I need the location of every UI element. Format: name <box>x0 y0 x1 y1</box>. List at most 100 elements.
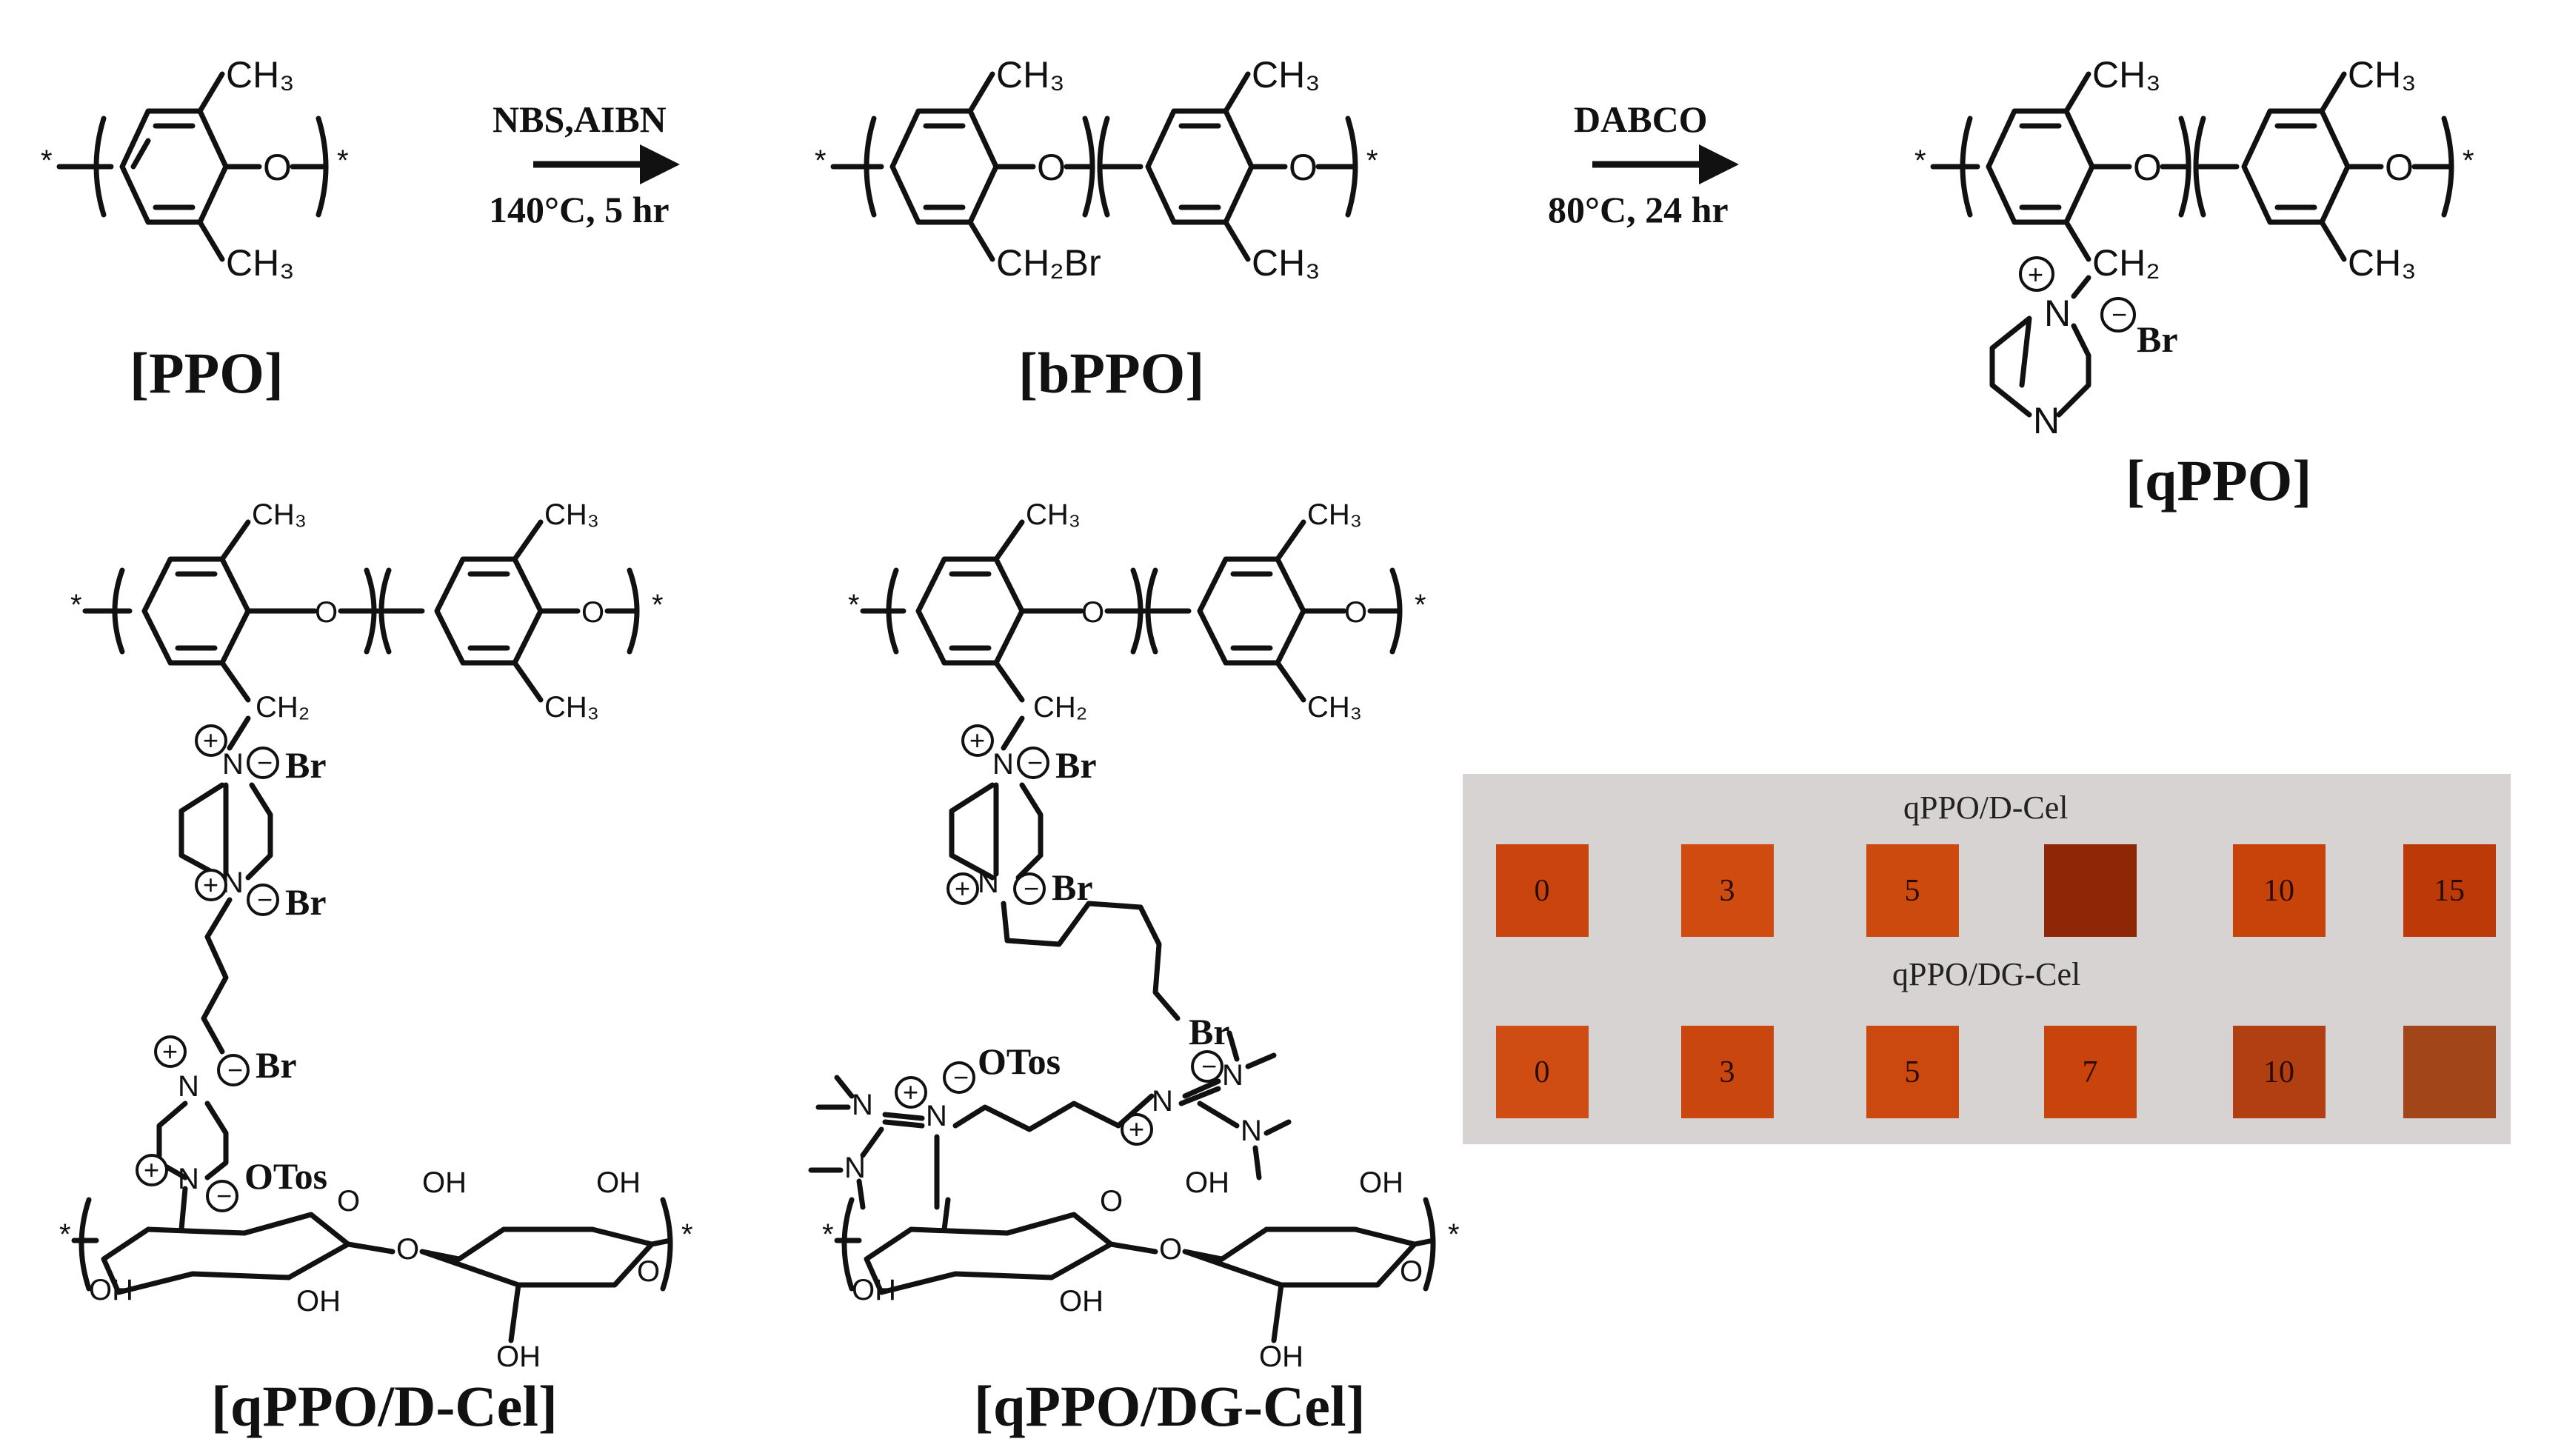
dcel-n-4: N <box>178 1163 199 1195</box>
ppo-structure: * CH₃ CH₃ O * [PPO] <box>41 54 349 405</box>
dcel-oh-2: OH <box>296 1285 341 1318</box>
dgcel-n-2: N <box>978 866 999 899</box>
membrane-sample-label-dg-cel-3: 5 <box>1905 1055 1920 1089</box>
membrane-sample-d-cel-5 <box>2233 844 2326 937</box>
ppo-oxygen: O <box>263 147 292 188</box>
svg-text:+: + <box>203 725 218 755</box>
membrane-sample-d-cel-3 <box>1866 844 1959 937</box>
svg-text:−: − <box>1027 747 1043 778</box>
arrow1-reagents: NBS,AIBN <box>493 98 667 140</box>
dcel-n-3: N <box>178 1070 199 1103</box>
dgcel-ch2: CH₂ <box>1033 691 1087 724</box>
dgcel-otos: OTos <box>978 1041 1061 1082</box>
svg-text:−: − <box>227 1055 243 1085</box>
dgcel-n-me2-2: N <box>1241 1115 1262 1147</box>
membrane-sample-d-cel-1 <box>1496 844 1589 937</box>
bppo-ch3-top-1: CH₃ <box>996 54 1065 96</box>
membrane-sample-label-dg-cel-1: 0 <box>1535 1055 1550 1089</box>
dcel-n-2: N <box>222 866 244 899</box>
svg-text:*: * <box>822 1218 834 1251</box>
svg-text:*: * <box>848 589 860 621</box>
membrane-sample-label-d-cel-6: 15 <box>2434 874 2465 908</box>
bppo-ch2br: CH₂Br <box>996 242 1101 284</box>
dgcel-ring-o-2: O <box>1400 1255 1423 1288</box>
dcel-br-2: Br <box>285 881 327 923</box>
dgcel-bridge-o: O <box>1159 1233 1182 1266</box>
svg-text:−: − <box>1024 873 1039 904</box>
membrane-sample-dg-cel-3 <box>1866 1026 1959 1118</box>
dgcel-oh-2: OH <box>1059 1285 1104 1318</box>
bppo-ch3-top-2: CH₃ <box>1252 54 1321 96</box>
dcel-oh-5: OH <box>496 1340 541 1373</box>
membrane-sample-dg-cel-1 <box>1496 1026 1589 1118</box>
dcel-o-2: O <box>581 596 604 629</box>
svg-text:−: − <box>216 1181 232 1211</box>
svg-text:*: * <box>41 144 53 177</box>
dcel-oh-1: OH <box>89 1274 133 1306</box>
svg-text:*: * <box>70 589 82 621</box>
svg-text:−: − <box>257 747 273 778</box>
dgcel-br-2: Br <box>1052 866 1093 908</box>
svg-text:*: * <box>2463 144 2474 177</box>
bppo-oxygen-2: O <box>1289 147 1318 188</box>
photo-background <box>1463 774 2511 1144</box>
qppo-dg-cel-structure: * CH₃ O CH₃ CH₃ O * CH₂ + N − Br + N − B <box>808 498 1460 1438</box>
svg-text:*: * <box>1415 589 1426 621</box>
svg-text:+: + <box>955 873 970 904</box>
svg-text:−: − <box>257 884 273 915</box>
dgcel-br-3: Br <box>1189 1011 1230 1052</box>
reaction-arrow-2: DABCO 80°C, 24 hr <box>1548 98 1739 230</box>
svg-text:*: * <box>1448 1218 1460 1251</box>
dgcel-ch3-top-1: CH₃ <box>1026 498 1081 531</box>
membrane-sample-d-cel-4 <box>2044 844 2137 937</box>
svg-text:−: − <box>1201 1051 1217 1081</box>
bppo-oxygen-1: O <box>1037 147 1066 188</box>
membrane-sample-dg-cel-5 <box>2233 1026 2326 1118</box>
dgcel-ch3-top-2: CH₃ <box>1307 498 1362 531</box>
qppo-structure: * CH₃ CH₂ O CH₃ CH₃ O * N + N − Br [qPPO… <box>1914 54 2474 512</box>
dcel-otos: OTos <box>244 1155 327 1197</box>
dcel-oh-3: OH <box>422 1166 467 1199</box>
svg-text:+: + <box>903 1077 918 1107</box>
bppo-structure: * CH₃ CH₂Br O CH₃ CH₃ O * [bPPO] <box>815 54 1378 405</box>
dcel-bridge-o: O <box>396 1233 419 1266</box>
svg-text:*: * <box>337 144 349 177</box>
svg-text:+: + <box>2028 259 2043 290</box>
dcel-ch3-bottom-2: CH₃ <box>544 691 599 724</box>
ppo-ch3-top: CH₃ <box>226 54 295 96</box>
membrane-sample-d-cel-6 <box>2403 844 2496 937</box>
dcel-ring-o-2: O <box>637 1255 660 1288</box>
qppo-br: Br <box>2137 318 2178 360</box>
qppo-n-plus: N <box>2044 293 2071 334</box>
svg-text:*: * <box>815 144 827 177</box>
membrane-sample-dg-cel-2 <box>1681 1026 1774 1118</box>
dcel-ch2: CH₂ <box>256 691 310 724</box>
dgcel-oh-1: OH <box>852 1274 896 1306</box>
label-qppo-d-cel: [qPPO/D-Cel] <box>211 1374 558 1438</box>
dgcel-n-me2-3: N <box>852 1089 873 1121</box>
svg-text:*: * <box>59 1218 71 1251</box>
qppo-ch3-bottom-2: CH₃ <box>2348 242 2417 284</box>
arrow2-reagent: DABCO <box>1574 98 1708 140</box>
dcel-ring-o-1: O <box>337 1185 360 1218</box>
membrane-sample-label-dg-cel-4: 7 <box>2083 1055 2098 1089</box>
qppo-oxygen-1: O <box>2133 147 2162 188</box>
svg-text:−: − <box>953 1062 969 1092</box>
dgcel-br-1: Br <box>1055 744 1097 786</box>
dgcel-ch3-bottom-2: CH₃ <box>1307 691 1362 724</box>
label-bppo: [bPPO] <box>1018 341 1204 405</box>
dgcel-n-1: N <box>992 748 1014 781</box>
svg-text:+: + <box>144 1155 159 1185</box>
svg-text:+: + <box>203 869 218 900</box>
arrow2-conditions: 80°C, 24 hr <box>1548 189 1729 230</box>
dcel-br-3: Br <box>256 1044 297 1086</box>
qppo-ch3-top-2: CH₃ <box>2348 54 2417 96</box>
svg-text:−: − <box>2111 299 2127 330</box>
membrane-sample-dg-cel-4 <box>2044 1026 2137 1118</box>
svg-text:+: + <box>162 1036 178 1066</box>
svg-text:*: * <box>652 589 664 621</box>
arrow1-conditions: 140°C, 5 hr <box>489 189 670 230</box>
dcel-ch3-top-1: CH₃ <box>252 498 307 531</box>
